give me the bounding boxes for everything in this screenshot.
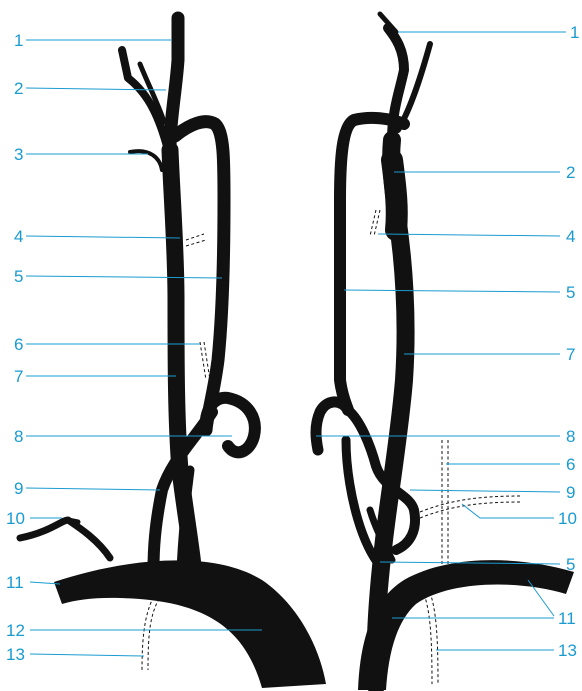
right-label-13: 13 xyxy=(436,641,577,660)
svg-text:8: 8 xyxy=(14,427,23,446)
svg-text:12: 12 xyxy=(6,621,25,640)
left-label-1: 1 xyxy=(14,31,172,50)
right-label-8: 8 xyxy=(316,427,575,446)
left-label-13: 13 xyxy=(6,645,144,664)
svg-text:9: 9 xyxy=(14,479,23,498)
left-label-7: 7 xyxy=(14,367,176,386)
svg-text:8: 8 xyxy=(566,427,575,446)
svg-text:13: 13 xyxy=(558,641,577,660)
svg-text:2: 2 xyxy=(14,79,23,98)
svg-text:9: 9 xyxy=(566,483,575,502)
svg-text:13: 13 xyxy=(6,645,25,664)
svg-text:10: 10 xyxy=(558,509,577,528)
left-branch-10 xyxy=(20,520,110,558)
right-label-10: 10 xyxy=(462,504,577,528)
svg-text:6: 6 xyxy=(14,335,23,354)
right-label-2: 2 xyxy=(394,163,575,182)
right-label-6: 6 xyxy=(446,455,575,474)
svg-text:5: 5 xyxy=(566,555,575,574)
svg-text:5: 5 xyxy=(14,267,23,286)
svg-text:4: 4 xyxy=(566,227,575,246)
svg-text:2: 2 xyxy=(566,163,575,182)
svg-text:7: 7 xyxy=(14,367,23,386)
svg-text:7: 7 xyxy=(566,345,575,364)
left-label-4: 4 xyxy=(14,227,180,246)
svg-text:10: 10 xyxy=(6,509,25,528)
left-label-9: 9 xyxy=(14,479,160,498)
left-label-5: 5 xyxy=(14,267,222,286)
svg-text:11: 11 xyxy=(558,609,576,628)
svg-text:1: 1 xyxy=(14,31,23,50)
right-figure xyxy=(316,14,574,690)
left-figure xyxy=(20,18,326,688)
svg-text:3: 3 xyxy=(14,145,23,164)
svg-text:11: 11 xyxy=(6,573,24,592)
left-label-3: 3 xyxy=(14,145,148,164)
svg-text:5: 5 xyxy=(566,283,575,302)
svg-text:4: 4 xyxy=(14,227,23,246)
right-label-5a: 5 xyxy=(344,283,575,302)
right-label-9: 9 xyxy=(410,483,575,502)
svg-text:1: 1 xyxy=(570,23,579,42)
svg-text:6: 6 xyxy=(566,455,575,474)
left-label-11: 11 xyxy=(6,573,60,592)
right-label-1: 1 xyxy=(398,23,579,42)
right-label-7: 7 xyxy=(404,345,575,364)
right-arch xyxy=(358,560,574,690)
